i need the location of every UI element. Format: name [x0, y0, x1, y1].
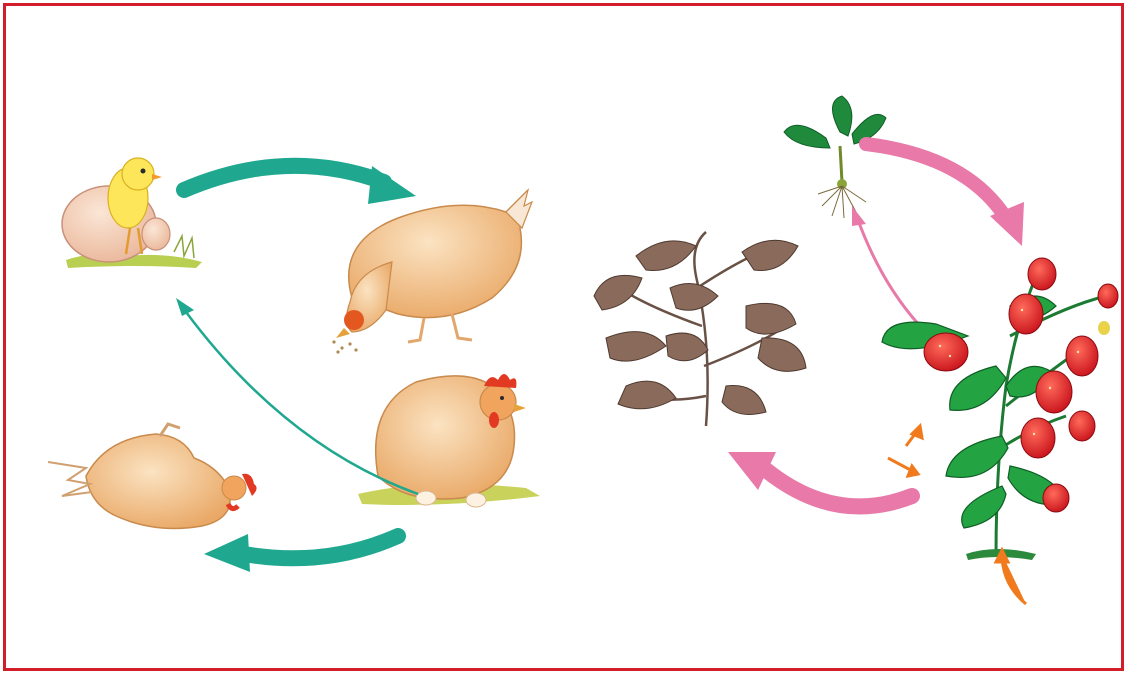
hen-dead-icon: [48, 424, 257, 528]
seedling-icon: [784, 96, 886, 218]
figure-frame: [3, 3, 1124, 671]
arrow-seedling-to-plant: [866, 144, 1024, 246]
life-cycle-diagram: [6, 6, 1127, 674]
hen-nesting-icon: [358, 374, 540, 507]
strawberry-plant-icon: [882, 258, 1118, 560]
withered-plant-icon: [594, 232, 806, 426]
arrow-chick-to-hen: [184, 166, 416, 204]
arrow-hen-to-death: [204, 534, 398, 572]
arrow-plant-to-withered: [728, 452, 912, 506]
hen-pecking-icon: [332, 190, 532, 354]
chick-hatching-icon: [62, 158, 202, 268]
arrow-fruit-to-seedling: [852, 206, 936, 342]
